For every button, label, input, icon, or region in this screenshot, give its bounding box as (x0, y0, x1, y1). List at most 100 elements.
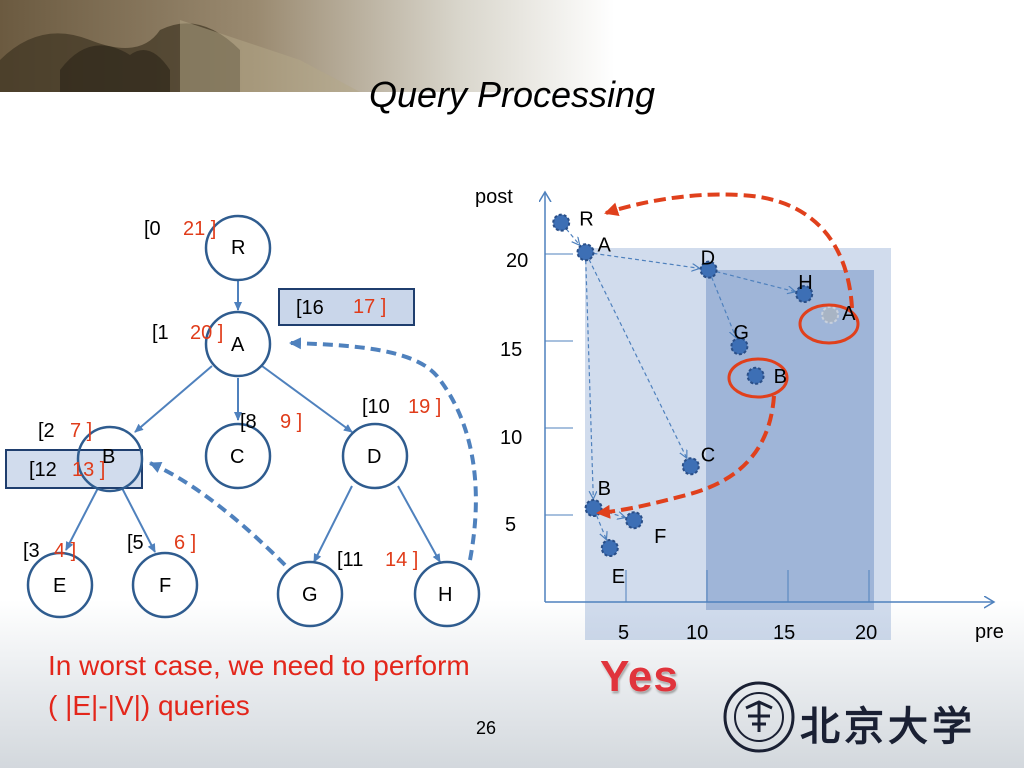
university-seal-logo (723, 681, 795, 753)
red-arrow-B-to-B (596, 395, 776, 519)
interval-H-pre: [11 (337, 549, 364, 571)
edge-A-D (261, 365, 353, 433)
interval-A-post: 20 ] (190, 322, 224, 344)
plot-point-F (625, 511, 644, 530)
university-wordmark: 北京大学 (800, 703, 976, 750)
tree-node-E (26, 551, 94, 619)
footer-background (0, 600, 1024, 768)
edge-B-E (65, 487, 99, 551)
plot-point-label: R (579, 209, 593, 231)
interval-box-12-13 (5, 449, 143, 489)
plot-point-A (576, 243, 595, 262)
page-number: 26 (476, 718, 497, 738)
plot-point-B (584, 499, 603, 518)
box-16-17-post: 17 ] (353, 296, 387, 318)
plot-point-label: H (798, 272, 812, 294)
region-D-subtree (706, 270, 874, 610)
plot-edge (711, 276, 736, 338)
plot-point-label: C (701, 444, 715, 466)
slide-title: Query Processing (368, 74, 656, 115)
tree-node-D (341, 422, 409, 490)
plot-point-label: B (774, 366, 787, 388)
x-tick-20: 20 (855, 622, 878, 644)
tree-node-H (413, 560, 481, 628)
plot-point-E (600, 539, 619, 558)
interval-B-pre: [2 (38, 420, 55, 442)
plot-point-C (681, 457, 700, 476)
box-16-17-pre: [16 (296, 297, 324, 319)
edge-B-F (121, 487, 156, 553)
node-label-H: H (438, 584, 453, 606)
interval-E-post: 4 ] (54, 540, 77, 562)
tree-node-F (131, 551, 199, 619)
plot-point-H (795, 285, 814, 304)
edge-D-G (313, 485, 353, 563)
plot-point-label: F (654, 526, 666, 548)
y-tick-20: 20 (506, 250, 529, 272)
plot-edge (601, 509, 625, 517)
x-tick-15: 15 (773, 622, 796, 644)
plot-point-label: A (842, 303, 856, 325)
interval-F-post: 6 ] (174, 532, 197, 554)
node-label-G: G (302, 584, 318, 606)
plot-point-label: D (701, 248, 715, 270)
y-tick-15: 15 (500, 339, 523, 361)
interval-H-post: 14 ] (385, 549, 419, 571)
query-arrow-H-to-A (289, 337, 478, 561)
interval-B-post: 7 ] (70, 420, 93, 442)
plot-point-label: B (598, 478, 611, 500)
edge-A-B (134, 365, 213, 433)
worst-case-note: In worst case, we need to perform ( |E|-… (48, 650, 470, 721)
node-label-F: F (159, 575, 172, 597)
box-12-13-post: 13 ] (72, 459, 106, 481)
interval-C-pre: [8 (240, 411, 257, 433)
plot-point-R (552, 213, 571, 232)
plot-edge (585, 260, 594, 499)
plot-point-G (730, 337, 749, 356)
plot-point-B (746, 366, 765, 385)
y-tick-10: 10 (500, 427, 523, 449)
interval-C-post: 9 ] (280, 411, 303, 433)
tree-node-C (204, 422, 272, 490)
interval-R-post: 21 ] (183, 218, 217, 240)
highlight-A (798, 303, 860, 345)
tree-diagram (5, 214, 481, 628)
plot-point-label: E (612, 566, 625, 588)
interval-D-post: 19 ] (408, 396, 442, 418)
interval-A-pre: [1 (152, 322, 169, 344)
interval-E-pre: [3 (23, 540, 40, 562)
node-label-D: D (367, 446, 382, 468)
x-axis-label: pre (975, 621, 1004, 643)
y-tick-5: 5 (505, 514, 517, 536)
node-label-A: A (231, 334, 245, 356)
x-tick-5: 5 (618, 622, 630, 644)
tree-node-A (204, 310, 272, 378)
interval-D-pre: [10 (362, 396, 390, 418)
plot-point-A (821, 305, 840, 324)
red-arrow-A-to-R (604, 192, 854, 309)
highlight-B (727, 357, 789, 399)
y-axis-label: post (475, 186, 513, 208)
interval-box-16-17 (278, 288, 415, 326)
query-arrow-G-to-B (149, 461, 287, 567)
tree-node-R (204, 214, 272, 282)
plot-point-label: G (733, 322, 749, 344)
region-A-subtree (585, 248, 891, 640)
header-photo (0, 0, 1024, 93)
plot-edge (593, 252, 699, 268)
node-label-R: R (231, 237, 246, 259)
tree-node-G (276, 560, 344, 628)
tree-node-B (76, 425, 144, 493)
edge-D-H (397, 485, 441, 563)
interval-R-pre: [0 (144, 218, 161, 240)
node-label-E: E (53, 575, 67, 597)
x-tick-10: 10 (686, 622, 709, 644)
node-label-B: B (102, 446, 116, 468)
box-12-13-pre: [12 (29, 459, 57, 481)
node-label-C: C (230, 446, 245, 468)
plot-edge (588, 259, 687, 458)
plot-point-label: A (598, 234, 612, 256)
plot-edge (596, 515, 607, 539)
